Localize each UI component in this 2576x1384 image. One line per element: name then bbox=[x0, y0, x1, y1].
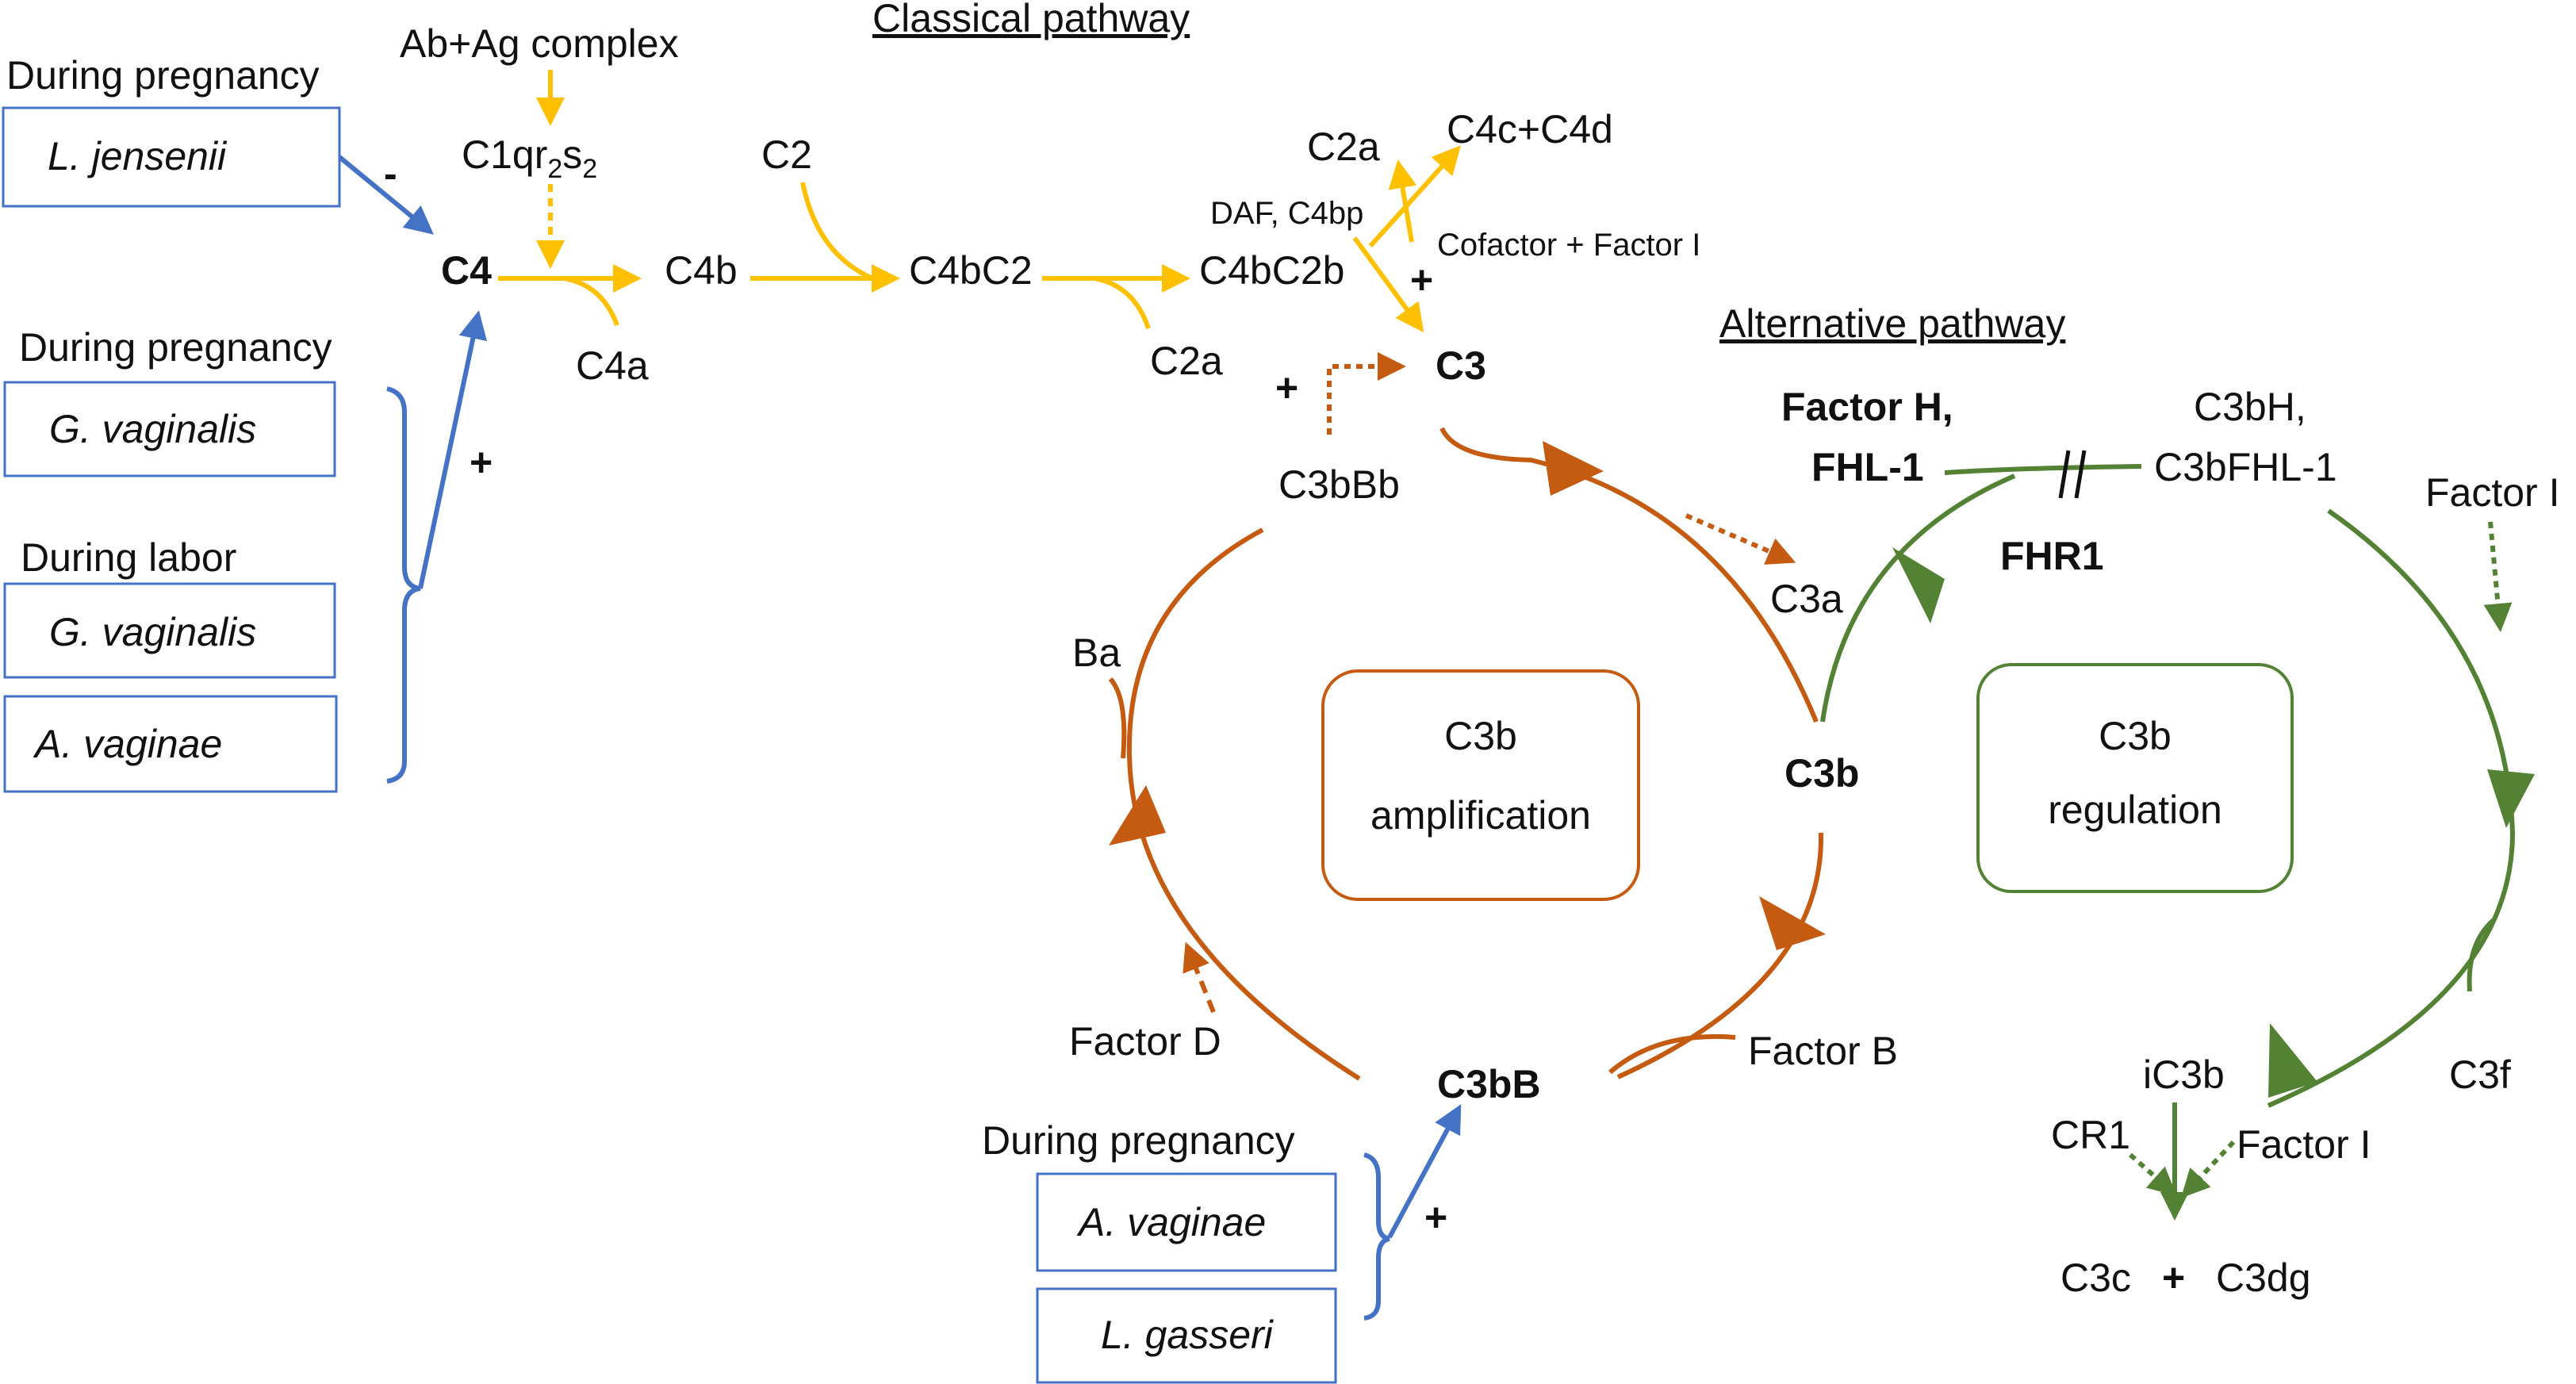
c2-label: C2 bbox=[761, 132, 812, 177]
factor-b-label: Factor B bbox=[1748, 1029, 1898, 1073]
amp-box-line2: amplification bbox=[1370, 793, 1591, 838]
reg-arrowhead-bottom bbox=[2268, 1023, 2317, 1098]
fhr1-block-mark-2 bbox=[2074, 450, 2087, 499]
cr1-label: CR1 bbox=[2051, 1113, 2130, 1157]
g-vaginalis-label-2: G. vaginalis bbox=[49, 610, 256, 654]
l-gasseri-label: L. gasseri bbox=[1101, 1313, 1275, 1357]
reg-box-line2: regulation bbox=[2048, 788, 2222, 832]
reg-arc-c3b-to-c3bh bbox=[1820, 473, 2016, 723]
g-vaginalis-box-2 bbox=[3, 582, 336, 679]
during-pregnancy-label-2: During pregnancy bbox=[19, 325, 332, 370]
c3c-label: C3c bbox=[2060, 1256, 2131, 1300]
a-vaginae-label-1: A. vaginae bbox=[33, 722, 222, 766]
to-c3-arrow bbox=[1352, 236, 1424, 333]
g-vaginalis-label-1: G. vaginalis bbox=[49, 407, 256, 451]
plus-sign-c3: + bbox=[1410, 258, 1433, 302]
factor-i-bottom-label: Factor I bbox=[2237, 1122, 2371, 1167]
fhr1-label: FHR1 bbox=[2000, 534, 2104, 578]
amp-arc-left bbox=[1126, 527, 1361, 1081]
g-vaginalis-box-1 bbox=[3, 381, 336, 477]
plus-sign-c3bb: + bbox=[1424, 1195, 1447, 1240]
ic3b-label: iC3b bbox=[2143, 1052, 2225, 1097]
c4a-branch bbox=[564, 276, 619, 327]
during-pregnancy-label-3: During pregnancy bbox=[982, 1118, 1295, 1163]
alternative-pathway-header: Alternative pathway bbox=[1719, 301, 2065, 346]
c3bh-label: C3bH, bbox=[2194, 385, 2306, 429]
c3bbb-dotted-arrow bbox=[1327, 352, 1406, 435]
factor-i-top-dotted-arrow bbox=[2483, 521, 2513, 632]
amp-arrowhead-top bbox=[1543, 441, 1604, 496]
c3bfhl1-label: C3bFHL-1 bbox=[2154, 445, 2337, 489]
bacteria-bracket-bottom bbox=[1363, 1152, 1390, 1321]
factor-d-label: Factor D bbox=[1069, 1019, 1221, 1064]
cr1-dotted-arrow bbox=[2129, 1152, 2177, 1196]
l-gasseri-box bbox=[1036, 1287, 1337, 1384]
c3f-branch bbox=[2467, 918, 2496, 992]
c2a-top-label: C2a bbox=[1307, 125, 1380, 169]
factor-i-top-label: Factor I bbox=[2425, 470, 2559, 515]
amp-arrowhead-left bbox=[1109, 785, 1166, 845]
c3dg-label: C3dg bbox=[2216, 1256, 2311, 1300]
c1qrs-label: C1qr2s2 bbox=[462, 132, 597, 184]
factor-h-label: Factor H, bbox=[1781, 385, 1953, 429]
cofactor-factor-i-label: Cofactor + Factor I bbox=[1437, 228, 1700, 263]
l-jensenii-label: L. jensenii bbox=[48, 134, 228, 178]
reg-box-line1: C3b bbox=[2099, 714, 2172, 758]
factor-i-bottom-dotted-arrow bbox=[2180, 1140, 2236, 1198]
plus-sign-c3c: + bbox=[2162, 1256, 2185, 1300]
a-vaginae-label-2: A. vaginae bbox=[1076, 1200, 1266, 1244]
c3b-center-label: C3b bbox=[1784, 751, 1859, 796]
ba-branch bbox=[1108, 677, 1127, 759]
ba-label: Ba bbox=[1072, 631, 1121, 675]
fhl1-label: FHL-1 bbox=[1811, 445, 1924, 489]
c3bb-label: C3bB bbox=[1437, 1062, 1541, 1106]
c3a-dotted-arrow bbox=[1685, 513, 1796, 565]
daf-c4bp-label: DAF, C4bp bbox=[1210, 196, 1363, 231]
factor-b-branch bbox=[1608, 1033, 1736, 1075]
bacteria-bracket-left bbox=[386, 386, 421, 784]
during-pregnancy-label-1: During pregnancy bbox=[6, 53, 320, 98]
c3b-amplification-box bbox=[1321, 669, 1640, 901]
c4a-label: C4a bbox=[576, 343, 649, 388]
fhr1-block-mark-1 bbox=[2058, 450, 2071, 499]
c3f-label: C3f bbox=[2449, 1052, 2511, 1097]
c2a-bottom-branch bbox=[1094, 276, 1151, 329]
ab-ag-complex-label: Ab+Ag complex bbox=[400, 21, 679, 66]
c2a-bottom-label: C2a bbox=[1150, 339, 1223, 383]
reg-arrowhead-top bbox=[1892, 547, 1945, 623]
a-vaginae-box-2 bbox=[1036, 1172, 1337, 1272]
reg-arc-right bbox=[2267, 508, 2516, 1108]
bracket-activate-c3bb-arrow bbox=[1387, 1104, 1462, 1239]
minus-sign: - bbox=[384, 151, 397, 196]
amp-arc-right bbox=[1616, 832, 1824, 1079]
a-vaginae-box-1 bbox=[3, 695, 338, 793]
plus-sign-dotted: + bbox=[1275, 366, 1298, 410]
plus-sign-left: + bbox=[470, 440, 493, 485]
l-jensenii-inhibit-arrow bbox=[338, 155, 434, 235]
amp-arrowhead-right bbox=[1759, 896, 1826, 950]
factor-d-dashed-arrow bbox=[1183, 941, 1216, 1014]
classical-pathway-header: Classical pathway bbox=[872, 0, 1190, 40]
c3bbb-label: C3bBb bbox=[1278, 462, 1400, 507]
amp-arc-c3-to-c3b bbox=[1439, 427, 1819, 723]
c3b-regulation-box bbox=[1976, 663, 2294, 893]
during-labor-label: During labor bbox=[21, 535, 236, 580]
bracket-activate-c4-arrow bbox=[418, 310, 488, 589]
amp-box-line1: C3b bbox=[1444, 714, 1517, 758]
c4b-label: C4b bbox=[665, 248, 738, 293]
c3a-label: C3a bbox=[1770, 577, 1843, 621]
to-c4c-c4d-arrow bbox=[1368, 145, 1462, 248]
c4c-c4d-label: C4c+C4d bbox=[1447, 107, 1613, 151]
c4bc2-label: C4bC2 bbox=[909, 248, 1033, 293]
c2-branch bbox=[800, 182, 874, 281]
c4-label: C4 bbox=[441, 248, 492, 293]
reg-arrowhead-right bbox=[2487, 769, 2535, 828]
c3-label: C3 bbox=[1436, 343, 1486, 388]
c4bc2b-label: C4bC2b bbox=[1199, 248, 1344, 293]
factor-h-branch bbox=[1944, 464, 2142, 475]
